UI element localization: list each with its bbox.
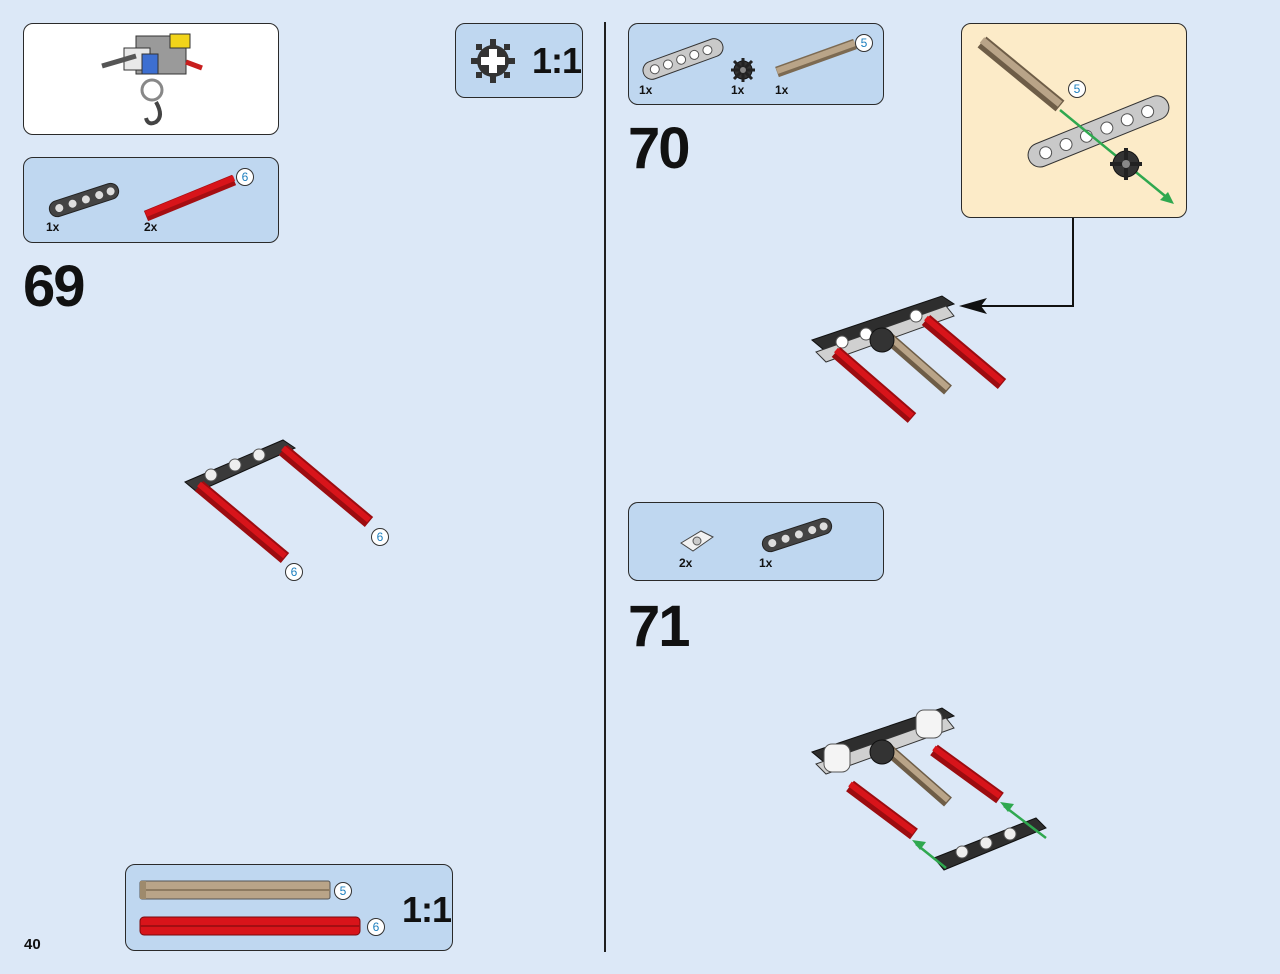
page-number: 40 — [24, 936, 41, 953]
step70-parts-box: 1x 1x 1x 5 — [628, 23, 884, 105]
step-number: 71 — [628, 594, 690, 659]
axle-length-badge: 5 — [334, 882, 352, 900]
step69-parts-box: 1x 2x 6 — [23, 157, 279, 243]
tan-axle-icon — [775, 38, 857, 78]
overview-box — [23, 23, 279, 135]
axle-length-badge: 6 — [371, 528, 389, 546]
subassembly-arrow — [959, 218, 1074, 314]
step-number: 69 — [23, 254, 85, 319]
column-divider — [604, 22, 606, 952]
step-number: 70 — [628, 116, 690, 181]
step71-assembly-illustration — [810, 707, 1047, 871]
part-qty: 2x — [679, 556, 693, 570]
axle-length-badge: 5 — [1068, 80, 1086, 98]
grey-liftarm-icon — [642, 38, 724, 80]
gear-one-to-one-icon — [471, 39, 515, 83]
liftarm-beam-icon — [48, 182, 120, 218]
step71-parts-box: 2x 1x — [628, 502, 884, 581]
gear-icon — [731, 58, 755, 82]
step69-assembly-illustration — [184, 439, 374, 563]
liftarm-beam-icon — [761, 517, 833, 553]
subassembly-illustration — [977, 36, 1174, 204]
tan-axle-5-icon — [139, 880, 331, 900]
part-qty: 1x — [775, 83, 789, 97]
red-axle-6-icon — [139, 916, 361, 936]
part-qty: 1x — [731, 83, 745, 97]
hook-winch-assembly-icon — [101, 33, 203, 126]
step70-subassembly-box: 5 — [961, 23, 1187, 218]
scale-label: 1:1 — [532, 40, 582, 81]
step70-assembly-illustration — [810, 295, 1007, 423]
part-qty: 2x — [144, 220, 158, 234]
axle-length-badge: 5 — [855, 34, 873, 52]
axle-length-badge: 6 — [236, 168, 254, 186]
scale-label: 1:1 — [402, 889, 452, 930]
red-axle-icon — [143, 174, 237, 222]
part-qty: 1x — [639, 83, 653, 97]
axle-length-badge: 6 — [367, 918, 385, 936]
cross-connector-icon — [680, 530, 714, 552]
axle-length-badge: 6 — [285, 563, 303, 581]
scale-box-bottom: 5 6 1:1 — [125, 864, 453, 951]
scale-box-top: 1:1 — [455, 23, 583, 98]
part-qty: 1x — [46, 220, 60, 234]
part-qty: 1x — [759, 556, 773, 570]
